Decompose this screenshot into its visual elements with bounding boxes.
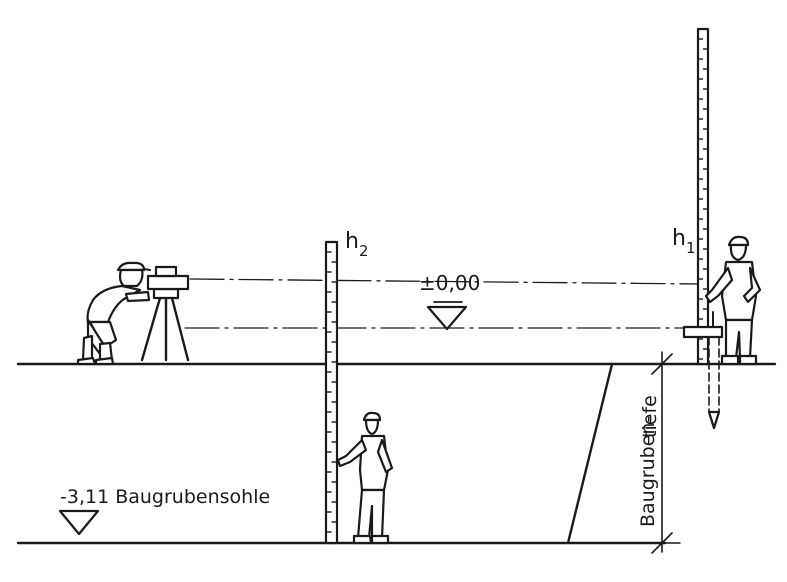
- pit-level-triangle: [58, 509, 100, 536]
- label-pit-depth-1: Baugruben-: [637, 416, 659, 527]
- leveling-instrument: [140, 265, 190, 362]
- pit-slope-line: [566, 362, 614, 545]
- surveyor-crouching: [76, 261, 151, 366]
- zero-level-triangle: [426, 305, 468, 331]
- worker-surface: [704, 235, 762, 366]
- label-pit-bottom: -3,11 Baugrubensohle: [60, 486, 270, 508]
- level-rod-h1: [696, 27, 710, 366]
- pit-depth-dimension: [574, 351, 681, 554]
- sight-line-upper: [189, 278, 701, 285]
- level-rod-h2: [324, 240, 339, 545]
- benchmark-stake: [682, 311, 724, 430]
- label-zero-level: ±0,00: [419, 271, 480, 295]
- label-h2: h2: [345, 229, 369, 260]
- label-h1: h1: [672, 226, 696, 257]
- worker-pit: [336, 411, 394, 545]
- label-pit-depth-2: tiefe: [639, 395, 661, 438]
